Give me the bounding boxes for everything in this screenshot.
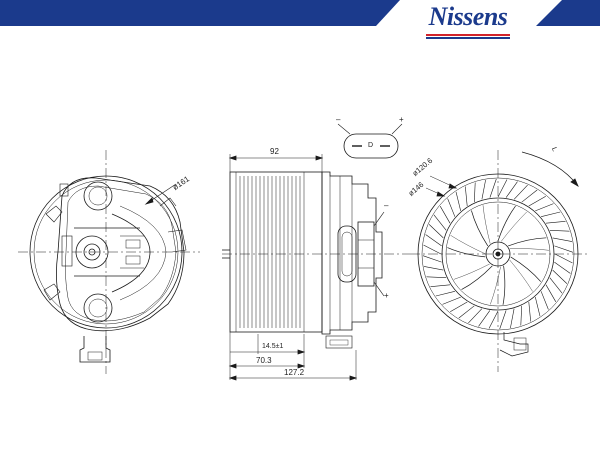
connector-minus-label: – [336, 115, 341, 124]
side-dim-top: 92 [270, 147, 279, 156]
brand-logo: Nissens [420, 0, 520, 42]
side-terminal-plus: + [384, 291, 389, 300]
connector-center-label: D [368, 142, 374, 149]
logo-underline-red [426, 34, 510, 36]
brand-logo-text: Nissens [428, 2, 508, 31]
header-banner-left [0, 0, 400, 26]
logo-underline-blue [426, 37, 510, 39]
side-dim-mid: 70.3 [256, 356, 272, 365]
side-dim-total: 127.2 [284, 368, 305, 377]
header-banner-right [536, 0, 600, 26]
connector-plus-label: + [399, 115, 404, 124]
side-dim-shaft: 14.5±1 [262, 343, 284, 350]
side-terminal-minus: – [384, 201, 389, 210]
